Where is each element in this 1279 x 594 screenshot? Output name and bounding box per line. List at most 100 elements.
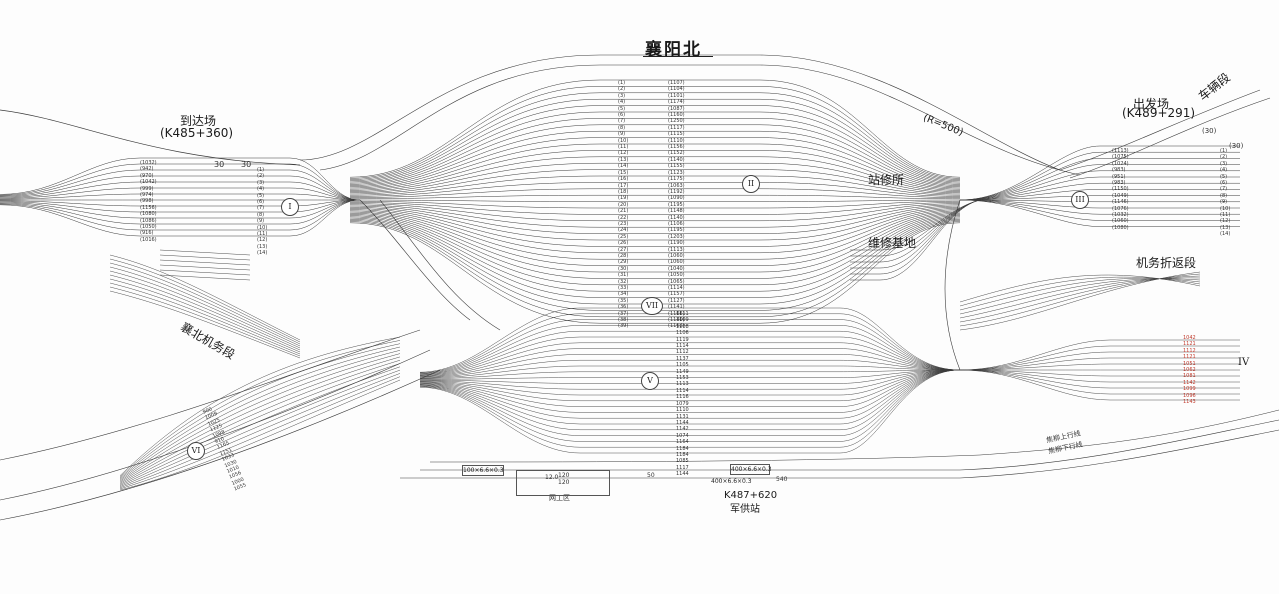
track-length-label: (1065) bbox=[668, 278, 685, 285]
track-length-label: 1121 bbox=[1183, 354, 1196, 361]
vi-yard-track bbox=[119, 369, 401, 487]
track-index-label: (29) bbox=[618, 259, 629, 266]
marker-540: 540 bbox=[776, 476, 788, 483]
track-index-label: (15) bbox=[618, 169, 629, 176]
track-index-label: (35) bbox=[618, 297, 629, 304]
track-index-label: (11) bbox=[257, 231, 268, 238]
track-length-label: (1050) bbox=[140, 224, 157, 231]
classification-track bbox=[349, 150, 961, 191]
arrival-track bbox=[0, 157, 361, 201]
track-index-label: (5) bbox=[1220, 173, 1228, 180]
track-index-label: (17) bbox=[618, 182, 629, 189]
lower-yard-track bbox=[419, 369, 961, 390]
iv-yard-track bbox=[959, 351, 1240, 371]
classification-track bbox=[349, 169, 961, 195]
track-length-label: (1195) bbox=[668, 201, 685, 208]
depot-track bbox=[109, 266, 301, 347]
arrival-track bbox=[0, 175, 361, 201]
vi-yard-track bbox=[119, 376, 401, 490]
depot-track bbox=[109, 258, 301, 343]
classification-track bbox=[349, 214, 961, 279]
track-length-label: (1050) bbox=[668, 272, 685, 279]
lower-yard-track bbox=[419, 319, 961, 374]
track-length-label: 1110 bbox=[676, 407, 689, 414]
track-index-label: (11) bbox=[1220, 212, 1231, 219]
track-length-label: 1113 bbox=[676, 381, 689, 388]
depot-track bbox=[159, 274, 251, 281]
track-length-label: 1112 bbox=[676, 349, 689, 356]
track-length-label: (1174) bbox=[668, 99, 685, 106]
track-index-label: (14) bbox=[1220, 231, 1231, 238]
track-length-label: 1105 bbox=[676, 362, 689, 369]
track-length-label: (951) bbox=[1112, 173, 1126, 180]
track-length-label: 1081 bbox=[1183, 373, 1196, 380]
arrival-track bbox=[0, 199, 361, 219]
track-index-label: (10) bbox=[618, 137, 629, 144]
track-index-label: (22) bbox=[618, 214, 629, 221]
track-length-label: (1060) bbox=[1112, 218, 1129, 225]
track-index-label: (13) bbox=[1220, 224, 1231, 231]
track-length-label: (998) bbox=[140, 198, 154, 205]
departure-track bbox=[959, 145, 1240, 201]
dimension-box-3: 400×6.6×0.3 bbox=[711, 478, 752, 485]
track-length-label: 1096 bbox=[1183, 392, 1196, 399]
track-length-label: (1203) bbox=[668, 233, 685, 240]
dimension-box-1: 100×6.6×0.3 bbox=[462, 465, 504, 476]
lower-yard-track bbox=[419, 369, 961, 454]
track-length-label: (1080) bbox=[1112, 224, 1129, 231]
lower-yard-track bbox=[419, 348, 961, 377]
yard-ii-marker: II bbox=[742, 175, 760, 193]
track-length-label: 1114 bbox=[676, 343, 689, 350]
lower-yard-track bbox=[419, 369, 961, 413]
lower-yard-track bbox=[419, 369, 961, 402]
classification-track bbox=[349, 162, 961, 194]
track-index-label: (4) bbox=[618, 99, 626, 106]
depot-track bbox=[109, 262, 301, 345]
track-index-label: (23) bbox=[618, 220, 629, 227]
classification-track bbox=[349, 222, 961, 324]
turnaround-track bbox=[959, 278, 1201, 311]
arrival-track bbox=[0, 199, 361, 231]
track-length-label: (1148) bbox=[668, 208, 685, 215]
departure-track bbox=[959, 199, 1240, 221]
classification-track bbox=[349, 209, 961, 254]
track-length-label: 1121 bbox=[1183, 341, 1196, 348]
track-length-label: (1016) bbox=[140, 236, 157, 243]
station-repair-label: 站修所 bbox=[868, 173, 905, 187]
approach-track bbox=[0, 349, 431, 501]
track-index-label: (7) bbox=[1220, 186, 1228, 193]
track-index-label: (16) bbox=[618, 176, 629, 183]
track-index-label: (39) bbox=[618, 323, 629, 330]
lower-yard-track bbox=[419, 365, 961, 379]
track-length-label: (999) bbox=[140, 185, 154, 192]
track-index-label: (14) bbox=[257, 250, 268, 257]
lower-yard-track bbox=[419, 369, 961, 442]
track-length-label: (1080) bbox=[140, 211, 157, 218]
lower-yard-track bbox=[419, 369, 961, 380]
track-length-label: (1156) bbox=[668, 144, 685, 151]
track-length-label: (1104) bbox=[668, 86, 685, 93]
depot-track bbox=[159, 249, 251, 256]
connector-track bbox=[944, 199, 961, 371]
track-index-label: (1) bbox=[257, 167, 265, 173]
classification-track bbox=[349, 111, 961, 184]
classification-track bbox=[349, 208, 961, 247]
arrival-track bbox=[0, 163, 361, 201]
departure-lead-track bbox=[1059, 89, 1261, 171]
departure-track bbox=[959, 151, 1240, 201]
classification-track bbox=[349, 204, 961, 228]
track-length-label: (983) bbox=[1112, 180, 1126, 187]
departure-track bbox=[959, 164, 1240, 201]
connector-track bbox=[379, 199, 501, 331]
departure-track bbox=[959, 199, 1240, 227]
track-length-label: (1101) bbox=[668, 92, 685, 99]
outer-loop-track bbox=[299, 54, 1061, 171]
track-length-label: 1142 bbox=[676, 426, 689, 433]
vi-yard-track bbox=[119, 366, 401, 486]
arrival-track bbox=[0, 181, 361, 201]
track-index-label: (9) bbox=[1220, 199, 1228, 206]
yard-v-marker: V bbox=[641, 372, 659, 390]
track-length-label: 1149 bbox=[676, 368, 689, 375]
track-index-label: (33) bbox=[618, 285, 629, 291]
classification-track bbox=[349, 199, 961, 202]
